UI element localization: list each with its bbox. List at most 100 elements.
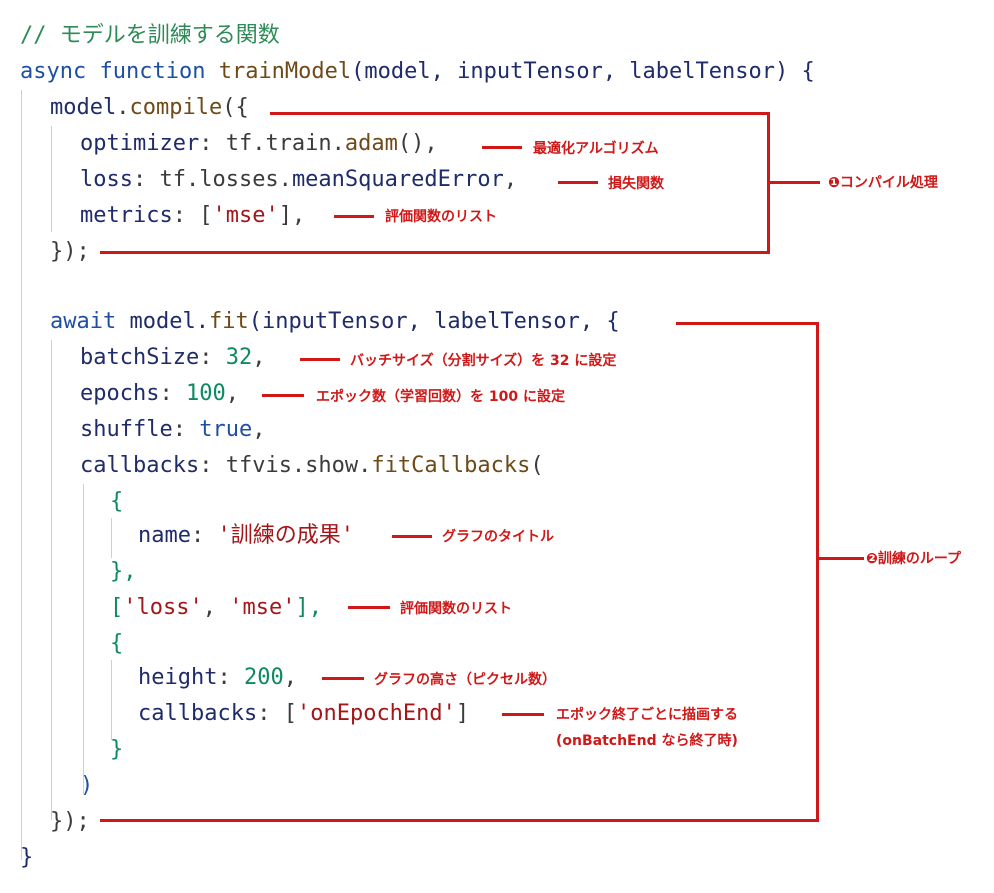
code-line-loss: loss: tf.losses.meanSquaredError, bbox=[80, 162, 517, 198]
code-line-brace-close-1: }, bbox=[110, 559, 137, 584]
list-arrow bbox=[348, 606, 390, 609]
annotation-compile: ❶コンパイル処理 bbox=[828, 175, 938, 191]
code-line-metrics: metrics: ['mse'], bbox=[80, 198, 305, 234]
compile-obj: model bbox=[50, 95, 117, 120]
indent-guide bbox=[83, 484, 84, 794]
code-comment: // モデルを訓練する関数 bbox=[20, 23, 280, 48]
callbacks-colon: : tfvis.show. bbox=[199, 453, 372, 478]
annotation-epochs: エポック数（学習回数）を 100 に設定 bbox=[316, 389, 565, 405]
height-colon: : bbox=[217, 665, 244, 690]
annotation-fit: ❷訓練のループ bbox=[866, 551, 962, 567]
shuffle-val: true bbox=[199, 417, 253, 442]
code-line-array: ['loss', 'mse'], bbox=[110, 590, 322, 626]
code-line-brace-close-2: } bbox=[110, 737, 124, 762]
fit-fn: fit bbox=[208, 309, 249, 334]
indent-guide bbox=[111, 518, 112, 558]
code-line-function: async function trainModel(model, inputTe… bbox=[20, 54, 815, 90]
callbacks-key: callbacks bbox=[80, 453, 200, 478]
epochs-end: , bbox=[225, 381, 239, 406]
batch-colon: : bbox=[199, 345, 226, 370]
cbs-key: callbacks bbox=[138, 701, 258, 726]
annotation-callbacks-1: エポック終了ごとに描画する bbox=[556, 707, 738, 723]
code-line-optimizer: optimizer: tf.train.adam(), bbox=[80, 126, 438, 162]
code-line-callbacks-inner: callbacks: ['onEpochEnd'] bbox=[138, 696, 469, 732]
cbs-colon: : [ bbox=[257, 701, 297, 726]
annotation-metrics: 評価関数のリスト bbox=[385, 209, 497, 225]
code-block: // モデルを訓練する関数 async function trainModel(… bbox=[20, 0, 994, 893]
array-str-2: 'mse' bbox=[229, 595, 296, 620]
indent-guide bbox=[21, 90, 22, 860]
compile-bracket-bottom bbox=[100, 251, 770, 254]
epochs-val: 100 bbox=[185, 381, 226, 406]
loss-end: , bbox=[503, 167, 518, 192]
epochs-arrow bbox=[262, 394, 304, 397]
optimizer-fn: adam bbox=[344, 131, 398, 156]
loss-fn: meanSquaredError bbox=[291, 167, 504, 192]
name-colon: : bbox=[190, 523, 218, 548]
code-line-height: height: 200, bbox=[138, 660, 297, 696]
array-open: [ bbox=[110, 595, 124, 620]
height-arrow bbox=[322, 677, 364, 680]
batch-end: , bbox=[252, 345, 266, 370]
code-line-brace-open-2: { bbox=[110, 631, 124, 656]
loss-val: : tf.losses. bbox=[132, 167, 292, 192]
fit-bracket-right bbox=[816, 322, 819, 822]
function-name: trainModel bbox=[218, 59, 352, 84]
callbacks-arrow bbox=[502, 713, 544, 716]
code-line-fit: await model.fit(inputTensor, labelTensor… bbox=[50, 304, 620, 340]
shuffle-colon: : bbox=[172, 417, 200, 442]
optimizer-end: (), bbox=[397, 131, 438, 156]
annotation-name: グラフのタイトル bbox=[442, 529, 554, 545]
compile-pointer bbox=[770, 181, 820, 184]
metrics-end: ], bbox=[278, 203, 306, 228]
keyword-async: async bbox=[20, 59, 87, 84]
compile-open: ({ bbox=[222, 95, 249, 120]
annotation-list: 評価関数のリスト bbox=[400, 601, 512, 617]
loss-arrow bbox=[558, 181, 598, 184]
annotation-loss: 損失関数 bbox=[608, 176, 664, 192]
cbs-str: 'onEpochEnd' bbox=[296, 701, 456, 726]
callbacks-fn: fitCallbacks bbox=[371, 453, 531, 478]
fit-bracket-bottom bbox=[100, 819, 819, 822]
code-line-compile: model.compile({ bbox=[50, 90, 249, 126]
code-line-batch: batchSize: 32, bbox=[80, 340, 265, 376]
annotation-callbacks-2: (onBatchEnd なら終了時) bbox=[556, 733, 738, 749]
compile-dot: . bbox=[116, 95, 130, 120]
code-line-epochs: epochs: 100, bbox=[80, 376, 239, 412]
metrics-str: 'mse' bbox=[212, 203, 279, 228]
indent-guide bbox=[51, 126, 52, 232]
array-close: ], bbox=[295, 595, 322, 620]
epochs-colon: : bbox=[159, 381, 186, 406]
array-str-1: 'loss' bbox=[123, 595, 203, 620]
fit-pointer bbox=[819, 557, 864, 560]
keyword-function: function bbox=[99, 59, 206, 84]
name-str: '訓練の成果' bbox=[217, 523, 354, 548]
code-line-name: name: '訓練の成果' bbox=[138, 518, 354, 554]
loss-key: loss bbox=[80, 167, 133, 192]
annotation-height: グラフの高さ（ピクセル数） bbox=[374, 672, 556, 688]
indent-guide bbox=[111, 660, 112, 740]
code-line-compile-close: }); bbox=[50, 239, 90, 264]
code-line-fit-close: }); bbox=[50, 809, 90, 834]
optimizer-key: optimizer bbox=[80, 131, 200, 156]
name-arrow bbox=[392, 535, 432, 538]
code-line-function-close: } bbox=[20, 845, 34, 870]
epochs-key: epochs bbox=[80, 381, 160, 406]
optimizer-arrow bbox=[482, 146, 522, 149]
batch-arrow bbox=[300, 358, 340, 361]
name-key: name bbox=[138, 523, 191, 548]
indent-guide bbox=[51, 340, 52, 820]
fit-obj: model. bbox=[116, 309, 209, 334]
code-line-shuffle: shuffle: true, bbox=[80, 412, 265, 448]
shuffle-end: , bbox=[252, 417, 266, 442]
annotation-optimizer: 最適化アルゴリズム bbox=[533, 141, 659, 157]
fit-bracket-top bbox=[676, 322, 819, 325]
compile-fn: compile bbox=[129, 95, 223, 120]
optimizer-val: : tf.train. bbox=[199, 131, 345, 156]
height-val: 200 bbox=[243, 665, 284, 690]
code-line-brace-open-1: { bbox=[110, 489, 124, 514]
code-line-callbacks: callbacks: tfvis.show.fitCallbacks( bbox=[80, 448, 544, 484]
batch-key: batchSize bbox=[80, 345, 200, 370]
metrics-colon: : [ bbox=[172, 203, 213, 228]
batch-val: 32 bbox=[225, 345, 253, 370]
